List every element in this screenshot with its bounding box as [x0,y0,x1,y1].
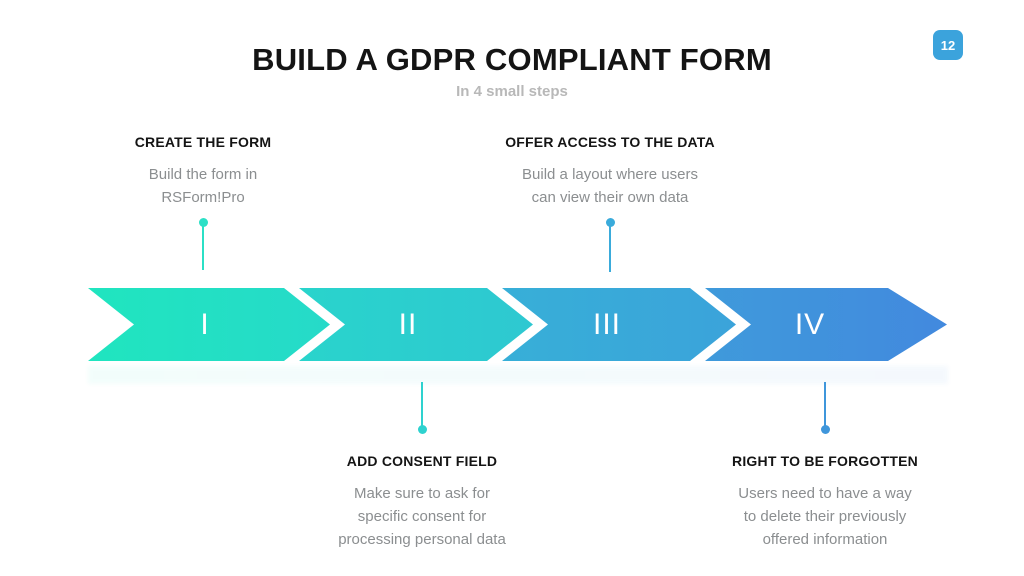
step-offer-access: OFFER ACCESS TO THE DATA Build a layout … [490,134,730,209]
step-body: Build a layout where users can view thei… [522,166,698,206]
arrow-segment-4 [705,288,947,361]
step-heading: OFFER ACCESS TO THE DATA [505,134,715,150]
page-number-badge: 12 [933,30,963,60]
step-heading: ADD CONSENT FIELD [346,453,498,469]
step-body: Build the form in RSForm!Pro [148,166,258,206]
step-create-the-form: CREATE THE FORM Build the form in RSForm… [83,134,323,209]
step-heading: RIGHT TO BE FORGOTTEN [732,453,918,469]
step-right-to-be-forgotten: RIGHT TO BE FORGOTTEN Users need to have… [705,453,945,551]
step-add-consent: ADD CONSENT FIELD Make sure to ask for s… [302,453,542,551]
arrow-reflection [88,366,948,384]
connector-dot [821,425,830,434]
page-subtitle: In 4 small steps [456,83,568,100]
step-heading: CREATE THE FORM [134,134,272,150]
connector-dot [606,218,615,227]
segment-numeral-2: II [398,308,418,341]
connector-line [609,226,611,272]
arrow-segment-1 [88,288,330,361]
step-body: Make sure to ask for specific consent fo… [338,485,506,548]
connector-dot [418,425,427,434]
page-title: BUILD A GDPR COMPLIANT FORM [252,42,772,77]
arrow-segment-3 [502,288,736,361]
connector-line [421,382,423,426]
segment-numeral-3: III [592,308,622,341]
arrow-segment-2 [299,288,533,361]
segment-numeral-4: IV [794,308,826,341]
step-body: Users need to have a way to delete their… [738,485,912,548]
connector-line [202,226,204,270]
connector-line [824,382,826,426]
connector-dot [199,218,208,227]
segment-numeral-1: I [200,308,210,341]
